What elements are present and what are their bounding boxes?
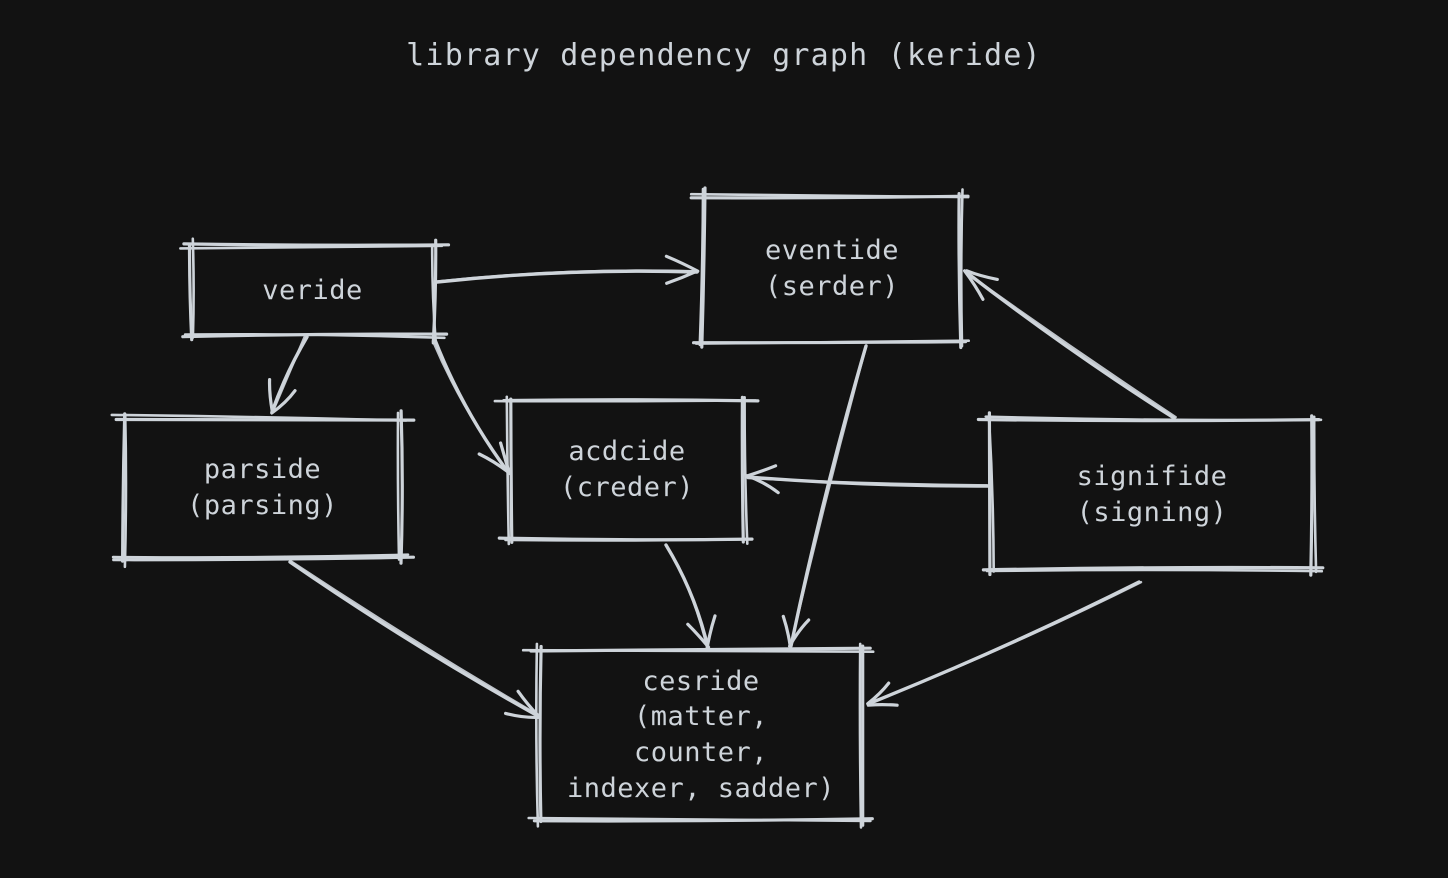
edge-signifide-to-eventide <box>963 269 1177 420</box>
edge-acdcide-to-cesride <box>664 543 717 651</box>
edge-signifide-to-cesride <box>866 580 1143 707</box>
edge-signifide-to-acdcide <box>745 464 991 495</box>
node-box-acdcide[interactable] <box>493 395 760 546</box>
edge-eventide-to-cesride <box>781 344 868 648</box>
node-box-parside[interactable] <box>110 409 416 569</box>
node-boxes-group <box>110 186 1325 829</box>
node-box-cesride[interactable] <box>521 642 875 829</box>
edge-veride-to-parside <box>267 335 309 415</box>
edge-parside-to-cesride <box>288 559 540 720</box>
node-box-signifide[interactable] <box>976 411 1325 577</box>
node-box-veride[interactable] <box>179 237 451 345</box>
node-box-eventide[interactable] <box>689 186 970 350</box>
edge-veride-to-eventide <box>435 254 700 285</box>
edge-arrows-group <box>267 254 1177 720</box>
page-title: library dependency graph (keride) <box>406 38 1042 73</box>
edge-veride-to-acdcide <box>431 338 511 476</box>
